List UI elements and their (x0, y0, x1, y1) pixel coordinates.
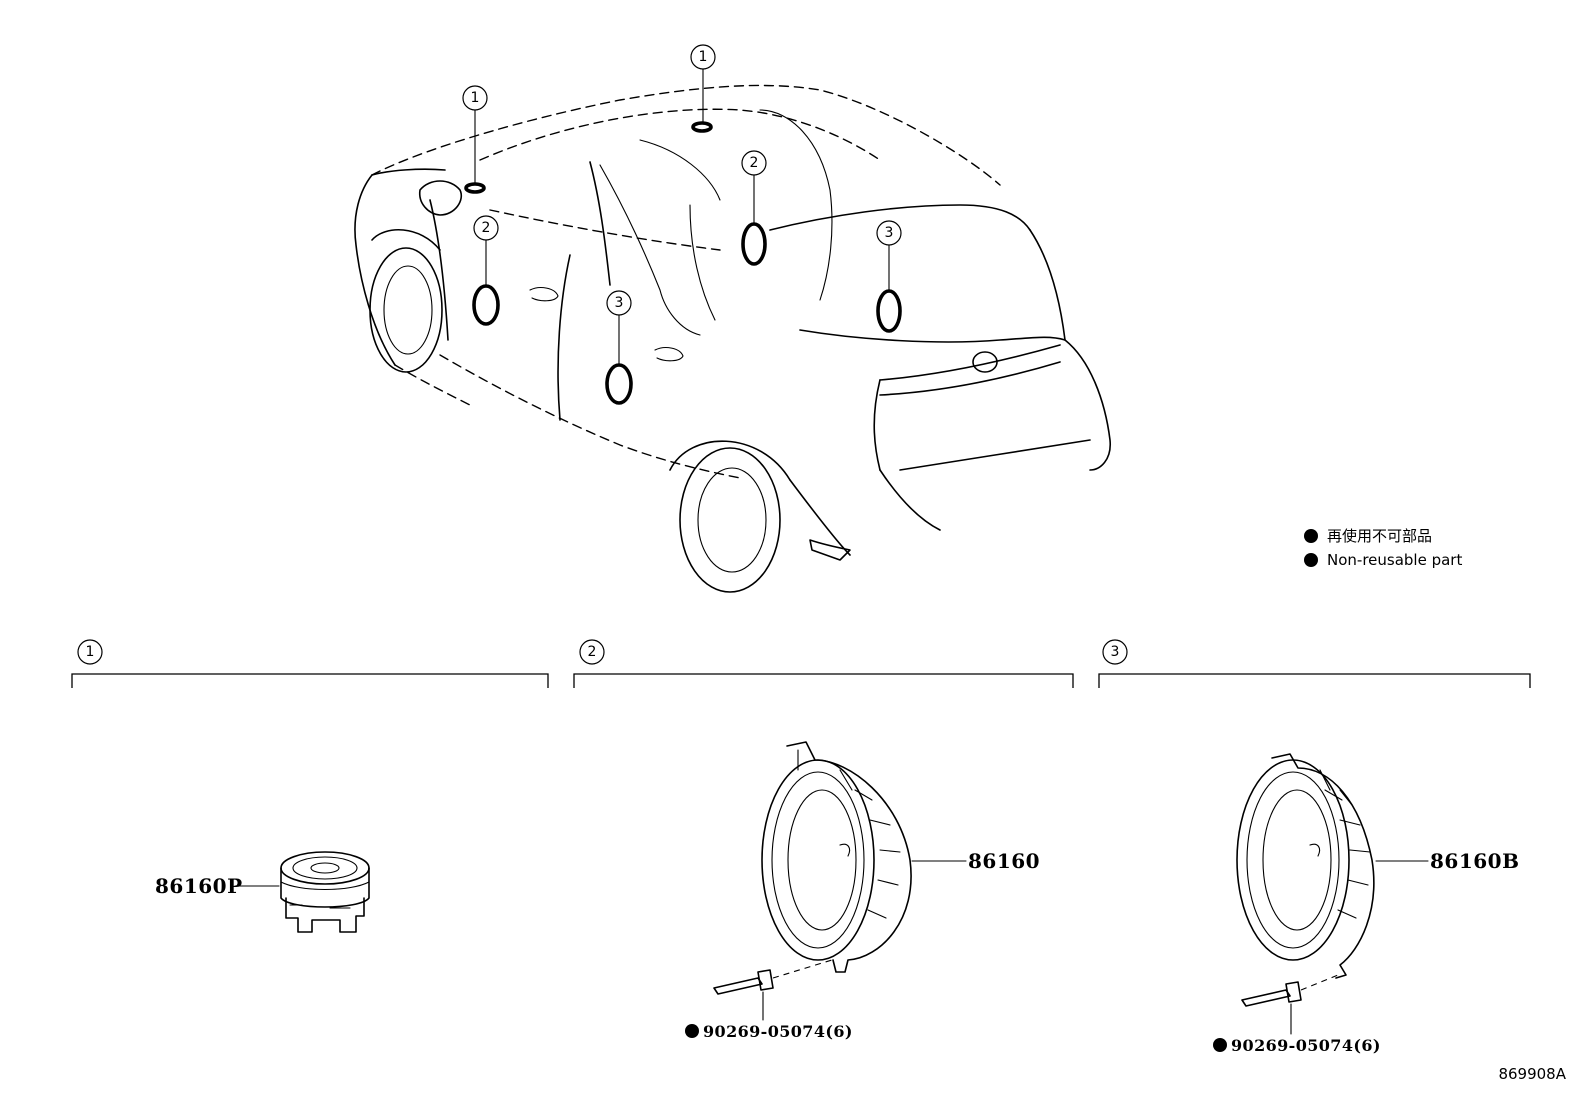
callout-1-left: 1 (471, 90, 480, 106)
section-1-header: 1 (71, 639, 549, 688)
svg-text:3: 3 (1111, 644, 1120, 660)
section-3-header: 3 (1098, 639, 1531, 688)
svg-text:1: 1 (86, 644, 95, 660)
car-callouts: 1 1 2 2 3 3 (462, 44, 902, 366)
part-number-tweeter: 86160P (155, 874, 243, 898)
legend-jp: 再使用不可部品 (1327, 527, 1432, 545)
part-number-front-rivet: 90269-05074(6) (703, 1022, 853, 1041)
part-number-rear-rivet: 90269-05074(6) (1231, 1036, 1381, 1055)
car-illustration (354, 84, 1111, 593)
callout-3-left: 3 (615, 295, 624, 311)
rear-speaker-rivet (1241, 974, 1339, 1035)
tweeter-part-illustration (280, 851, 370, 933)
non-reusable-marker-icon (1213, 1038, 1227, 1052)
callout-1-right: 1 (699, 49, 708, 65)
front-speaker-rivet (713, 959, 833, 1021)
speaker-location-marks (464, 121, 902, 405)
non-reusable-marker-icon (685, 1024, 699, 1038)
non-reusable-marker-icon (1304, 529, 1318, 543)
legend: 再使用不可部品 Non-reusable part (1304, 527, 1462, 569)
part-number-rear-speaker: 86160B (1430, 849, 1519, 873)
section-2-header: 2 (573, 639, 1074, 688)
callout-2-left: 2 (482, 220, 491, 236)
non-reusable-marker-icon (1304, 553, 1318, 567)
rear-door-speaker-location-left (605, 363, 633, 405)
rear-door-speaker-location-right (876, 289, 902, 333)
front-door-speaker-location-right (741, 222, 767, 266)
front-door-speaker-location-left (472, 284, 500, 326)
front-speaker-part-illustration (761, 741, 912, 973)
svg-text:2: 2 (588, 644, 597, 660)
callout-2-right: 2 (750, 155, 759, 171)
legend-en: Non-reusable part (1327, 551, 1462, 569)
callout-3-right: 3 (885, 225, 894, 241)
part-number-front-speaker: 86160 (968, 849, 1040, 873)
front-tweeter-location-right (691, 121, 713, 133)
rear-speaker-part-illustration (1236, 753, 1375, 979)
front-tweeter-location-left (464, 182, 486, 194)
illustration-code: 869908A (1498, 1065, 1566, 1083)
